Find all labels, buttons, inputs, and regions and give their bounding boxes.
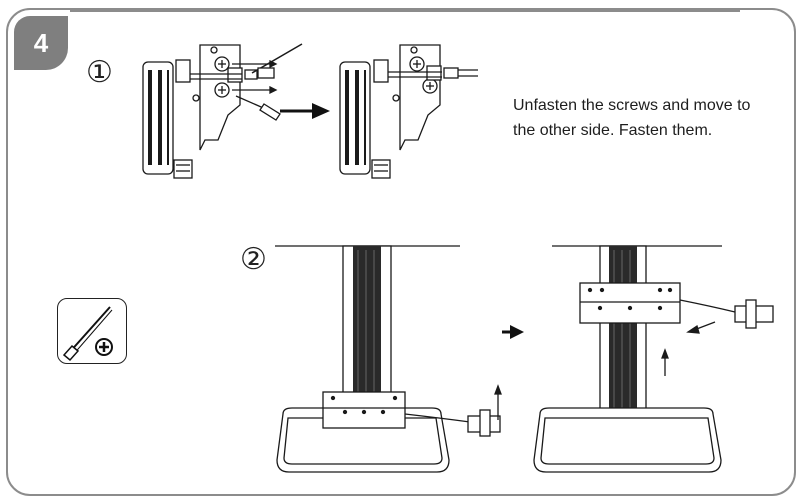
right-arrow-icon [280, 103, 330, 119]
substep-marker-2: ② [240, 242, 267, 277]
bracket-after-illustration [339, 44, 478, 179]
stand-after-illustration [533, 245, 774, 473]
stand-before-illustration [275, 245, 502, 473]
step-number-badge: 4 [14, 16, 68, 70]
bracket-before-illustration [142, 43, 303, 179]
instruction-panel [6, 8, 796, 496]
instruction-text: Unfasten the screws and move to the othe… [513, 97, 751, 139]
substep-marker-1: ① [86, 55, 113, 90]
screwdriver-phillips-icon [57, 298, 127, 364]
top-divider [70, 10, 740, 12]
right-arrow-icon [502, 325, 524, 339]
